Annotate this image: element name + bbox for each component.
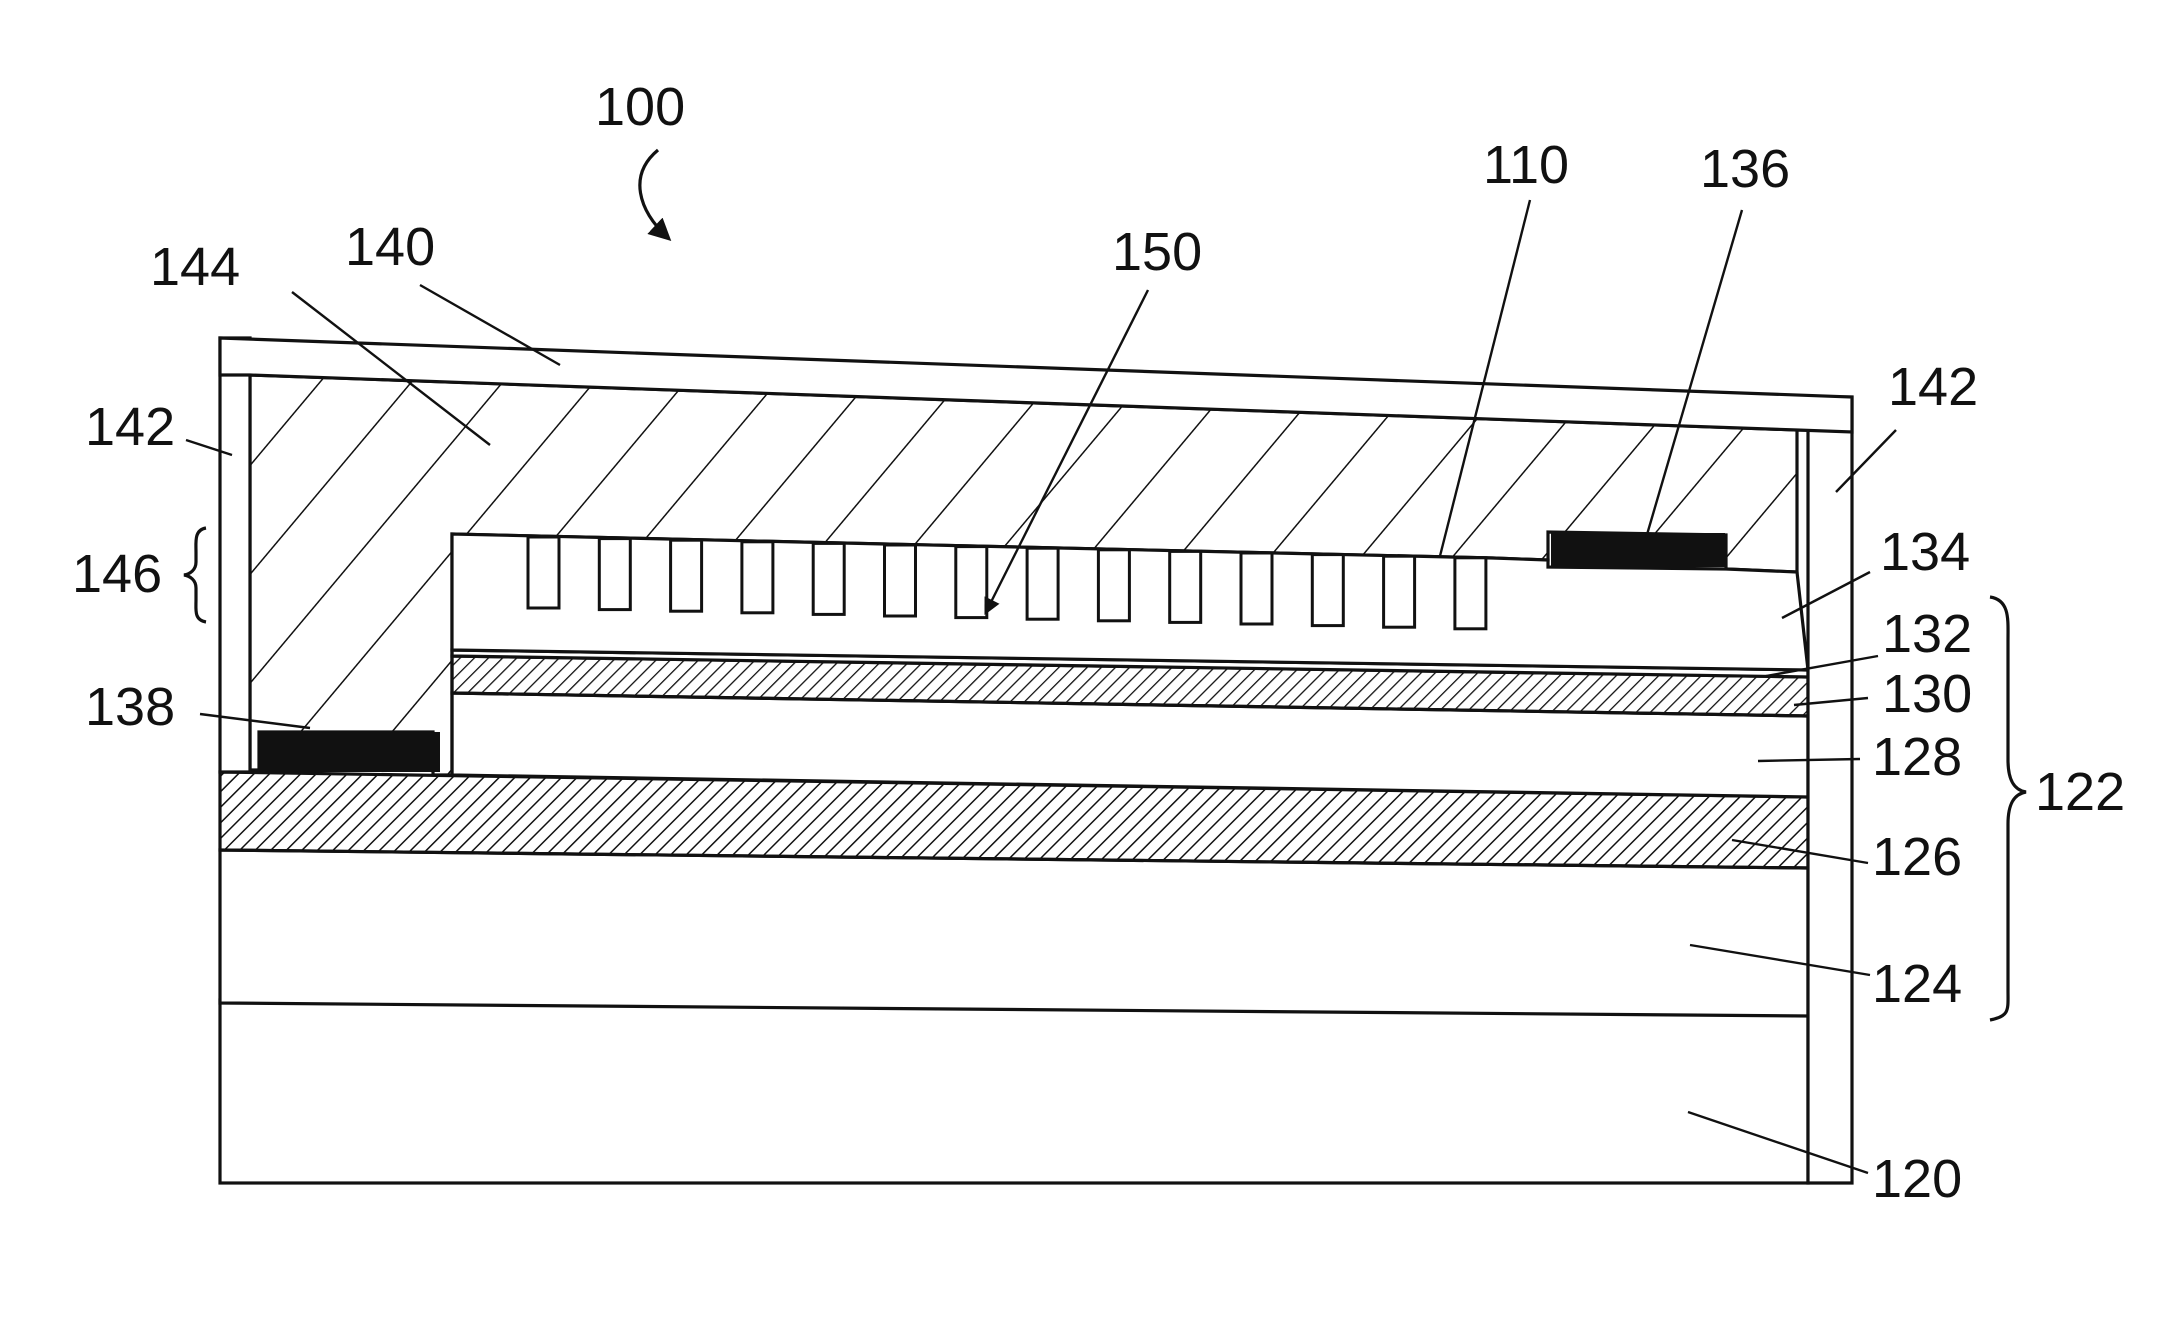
grating-tooth <box>1312 555 1343 626</box>
grating-tooth <box>671 540 702 611</box>
label-142-left: 142 <box>85 397 175 457</box>
grating-tooth <box>1098 550 1129 621</box>
layer-124 <box>220 850 1808 1016</box>
side-wall-left-142 <box>220 338 250 772</box>
grating-tooth <box>1241 553 1272 624</box>
label-136: 136 <box>1700 139 1790 199</box>
label-122: 122 <box>2035 762 2125 822</box>
label-110: 110 <box>1483 135 1569 195</box>
grating-tooth <box>742 542 773 613</box>
label-126: 126 <box>1872 827 1962 887</box>
grating-tooth <box>885 545 916 616</box>
grating-tooth <box>813 543 844 614</box>
label-140: 140 <box>345 217 435 277</box>
label-144: 144 <box>150 237 240 297</box>
grating-tooth <box>599 539 630 610</box>
label-138: 138 <box>85 677 175 737</box>
label-130: 130 <box>1882 664 1972 724</box>
grating-tooth <box>1170 551 1201 622</box>
label-134: 134 <box>1880 522 1970 582</box>
brace-122 <box>1990 597 2026 1020</box>
label-146: 146 <box>72 544 162 604</box>
brace-146 <box>184 528 206 622</box>
label-142-right: 142 <box>1888 357 1978 417</box>
contact-136 <box>1552 534 1724 566</box>
grating-tooth <box>1455 558 1486 629</box>
arrow-100 <box>640 150 668 238</box>
contact-138 <box>259 733 439 771</box>
grating-tooth <box>1027 548 1058 619</box>
label-128: 128 <box>1872 727 1962 787</box>
grating-tooth <box>1384 556 1415 627</box>
grating-tooth <box>956 547 987 618</box>
label-120: 120 <box>1872 1149 1962 1209</box>
label-100: 100 <box>595 77 685 137</box>
label-150: 150 <box>1112 222 1202 282</box>
label-132: 132 <box>1882 604 1972 664</box>
grating-tooth <box>528 537 559 608</box>
label-124: 124 <box>1872 954 1962 1014</box>
substrate-120 <box>220 1000 1808 1183</box>
